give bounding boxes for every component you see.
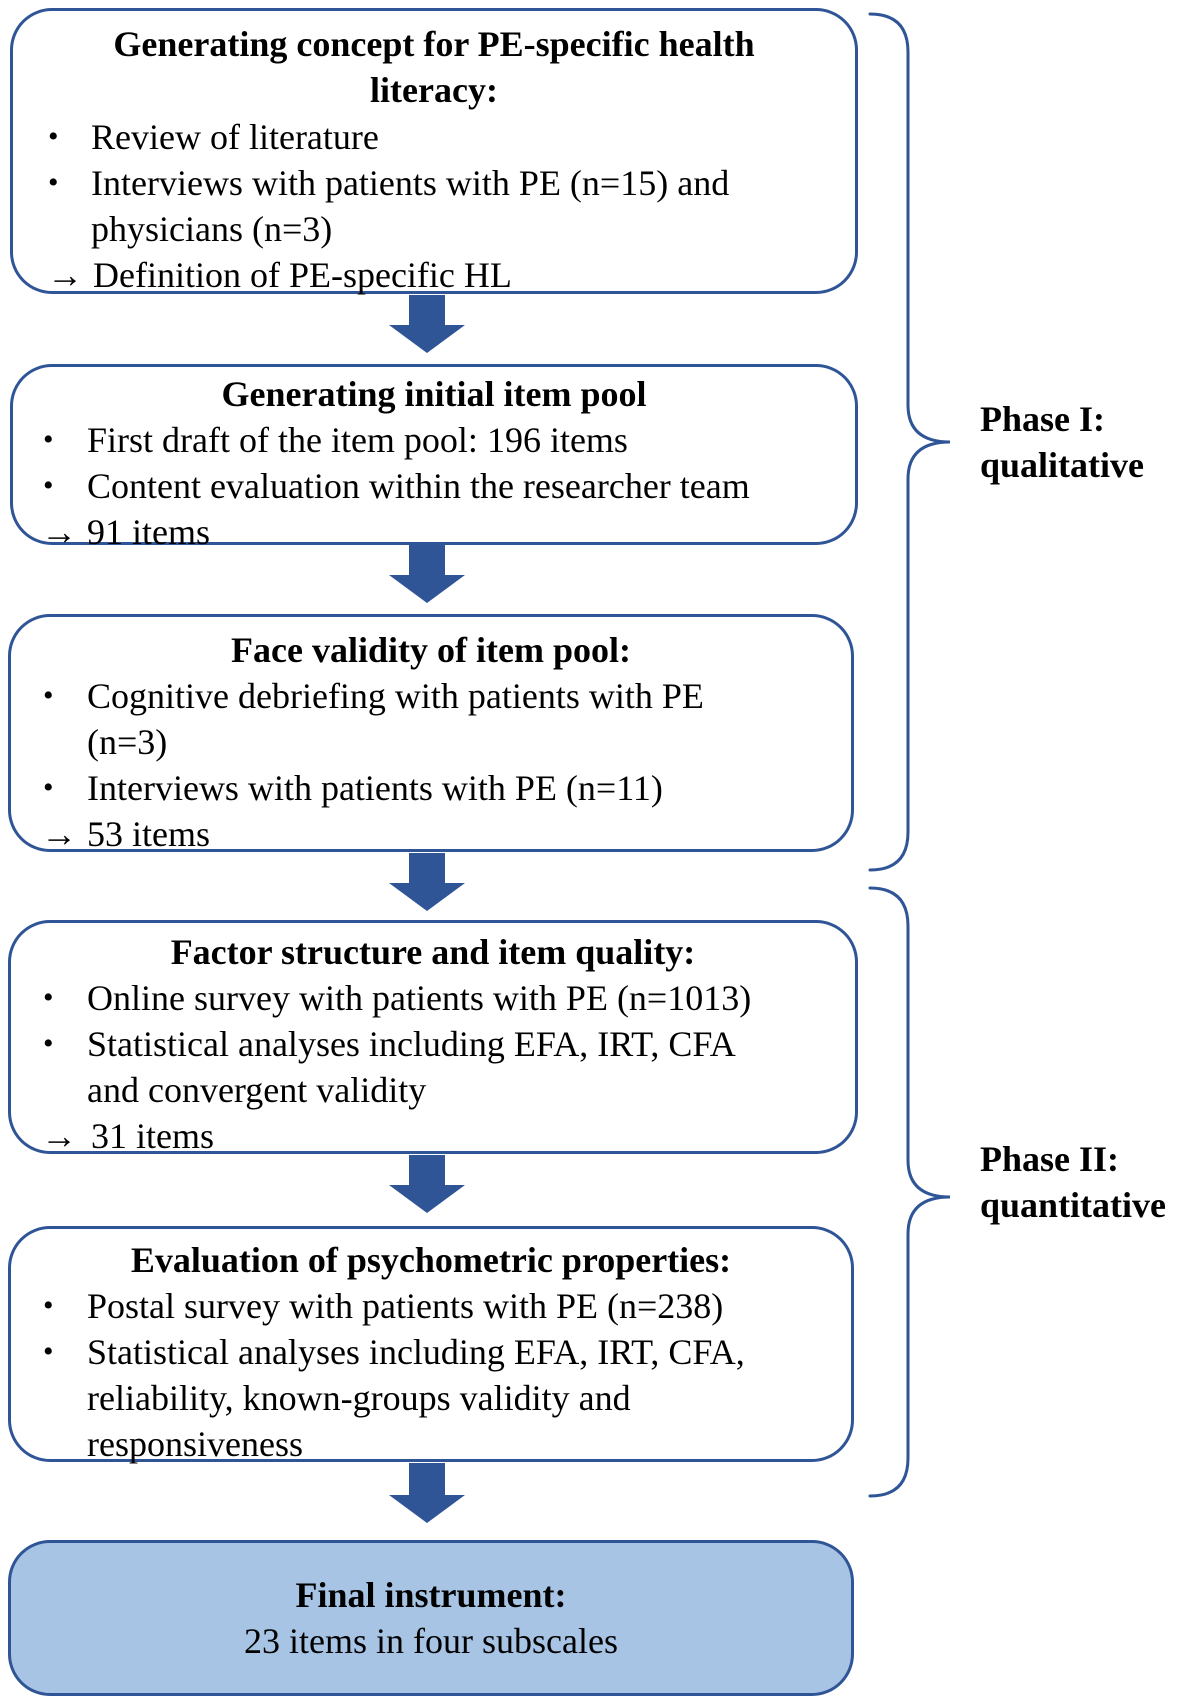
down-arrow-3 <box>389 853 465 911</box>
final-subtitle: 23 items in four subscales <box>244 1621 618 1661</box>
brace-phase-2 <box>868 886 951 1498</box>
down-arrow-4 <box>389 1155 465 1213</box>
phase-1-label-cont: qualitative <box>980 445 1145 485</box>
result-arrow-icon: → <box>41 1116 77 1156</box>
step-bullet: Statistical analyses including EFA, IRT,… <box>87 1024 736 1064</box>
bullet-icon: • <box>48 120 59 153</box>
step-bullet-cont: reliability, known-groups validity and <box>87 1378 631 1418</box>
step-result: Definition of PE-specific HL <box>93 255 512 295</box>
bullet-icon: • <box>48 166 59 199</box>
step-bullet-cont: and convergent validity <box>87 1070 427 1110</box>
step-bullet: Online survey with patients with PE (n=1… <box>87 978 752 1018</box>
phase-2-label: Phase II: <box>980 1139 1120 1179</box>
step-title: Generating initial item pool <box>221 374 647 414</box>
step-title-cont: literacy: <box>370 70 498 110</box>
bullet-icon: • <box>43 469 54 502</box>
final-instrument-box: Final instrument: 23 items in four subsc… <box>8 1540 854 1696</box>
step-result: 53 items <box>87 814 210 854</box>
step-box-face-validity: Face validity of item pool: • Cognitive … <box>8 614 854 854</box>
phase-2-label-cont: quantitative <box>980 1185 1167 1225</box>
step-bullet-cont: physicians (n=3) <box>91 209 333 249</box>
step-bullet: Interviews with patients with PE (n=11) <box>87 768 663 808</box>
down-arrow-5 <box>389 1463 465 1523</box>
bullet-icon: • <box>43 981 54 1014</box>
step-title: Face validity of item pool: <box>231 630 631 670</box>
step-bullet: Cognitive debriefing with patients with … <box>87 676 704 716</box>
step-bullet: Content evaluation within the researcher… <box>87 466 750 506</box>
step-box-item-pool: Generating initial item pool • First dra… <box>10 364 858 552</box>
bullet-icon: • <box>43 423 54 456</box>
step-box-psychometric: Evaluation of psychometric properties: •… <box>8 1226 854 1464</box>
step-bullet: Interviews with patients with PE (n=15) … <box>91 163 730 203</box>
bullet-icon: • <box>43 1289 54 1322</box>
bullet-icon: • <box>43 771 54 804</box>
bullet-icon: • <box>43 1335 54 1368</box>
down-arrow-1 <box>389 295 465 353</box>
brace-phase-1 <box>868 12 951 872</box>
bullet-icon: • <box>43 1027 54 1060</box>
step-bullet: Review of literature <box>91 117 379 157</box>
step-title: Evaluation of psychometric properties: <box>130 1240 732 1280</box>
result-arrow-icon: → <box>41 512 77 552</box>
result-arrow-icon: → <box>47 255 83 295</box>
result-arrow-icon: → <box>41 814 77 854</box>
step-box-concept: Generating concept for PE-specific healt… <box>10 8 858 295</box>
step-title: Generating concept for PE-specific healt… <box>113 24 755 64</box>
step-bullet-cont: (n=3) <box>87 722 168 762</box>
final-title: Final instrument: <box>295 1575 567 1615</box>
step-result: 91 items <box>87 512 210 552</box>
step-bullet: Statistical analyses including EFA, IRT,… <box>87 1332 745 1372</box>
step-bullet: Postal survey with patients with PE (n=2… <box>87 1286 724 1326</box>
step-result: 31 items <box>91 1116 214 1156</box>
step-box-factor-structure: Factor structure and item quality: • Onl… <box>8 920 858 1156</box>
bullet-icon: • <box>43 679 54 712</box>
phase-1-label: Phase I: <box>980 399 1105 439</box>
step-bullet: First draft of the item pool: 196 items <box>87 420 628 460</box>
step-bullet-cont: responsiveness <box>87 1424 303 1464</box>
step-title: Factor structure and item quality: <box>170 932 696 972</box>
down-arrow-2 <box>389 545 465 603</box>
